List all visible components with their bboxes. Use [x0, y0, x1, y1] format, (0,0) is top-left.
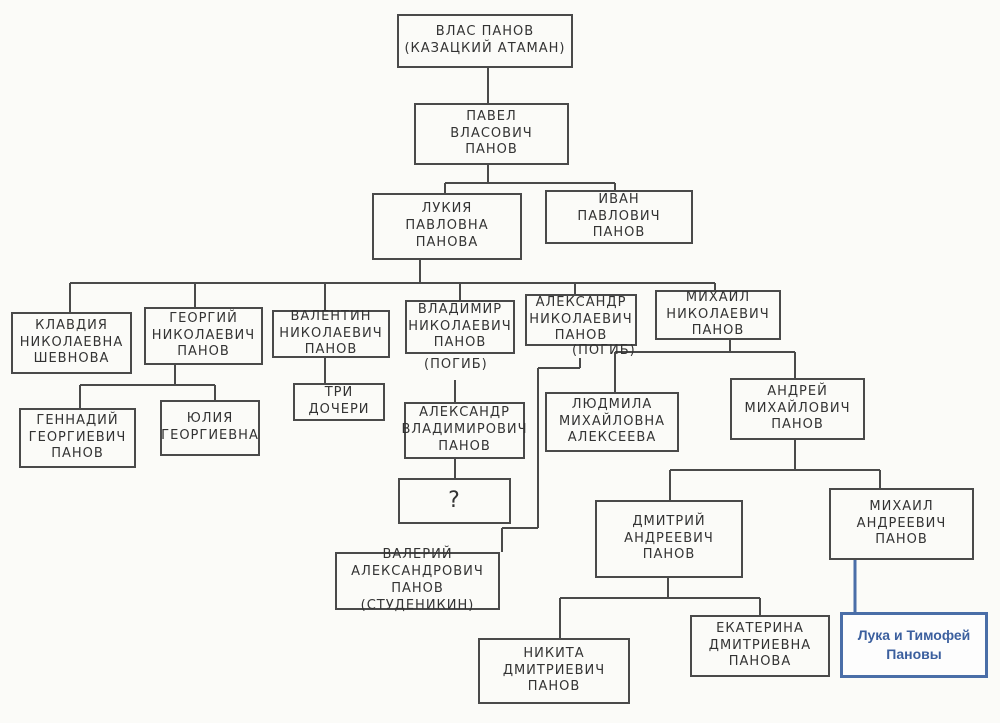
- person-valeriy-aleksandrovich: ВАЛЕРИЙ АЛЕКСАНДРОВИЧ ПАНОВ (СТУДЕНИКИН): [335, 547, 500, 613]
- person-georgiy-nikolaevich: ГЕОРГИЙ НИКОЛАЕВИЧ ПАНОВ: [144, 307, 263, 365]
- person-vladimir-nikolaevich: ВЛАДИМИР НИКОЛАЕВИЧ ПАНОВ: [405, 300, 515, 354]
- person-aleksandr-vladimirovich: АЛЕКСАНДР ВЛАДИМИРОВИЧ ПАНОВ: [401, 402, 527, 459]
- person-lukiya-pavlovna: ЛУКИЯ ПАВЛОВНА ПАНОВА: [372, 193, 522, 260]
- died-note-vladimir: (ПОГИБ): [424, 357, 488, 372]
- person-unknown: ?: [398, 478, 511, 524]
- person-yuliya-georgievna: ЮЛИЯ ГЕОРГИЕВНА: [160, 400, 260, 456]
- person-pavel-vlasovich: ПАВЕЛ ВЛАСОВИЧ ПАНОВ: [414, 103, 569, 165]
- person-gennadiy-georgievich: ГЕННАДИЙ ГЕОРГИЕВИЧ ПАНОВ: [19, 408, 136, 468]
- person-mikhail-nikolaevich: МИХАИЛ НИКОЛАЕВИЧ ПАНОВ: [655, 290, 781, 340]
- person-dmitriy-andreevich: ДМИТРИЙ АНДРЕЕВИЧ ПАНОВ: [595, 500, 743, 578]
- luka-timofey-callout: Лука и Тимофей Пановы: [840, 612, 988, 678]
- person-klavdiya-nikolaevna: КЛАВДИЯ НИКОЛАЕВНА ШЕВНОВА: [11, 312, 132, 374]
- person-three-daughters: ТРИ ДОЧЕРИ: [293, 383, 385, 421]
- person-ekaterina-dmitrievna: ЕКАТЕРИНА ДМИТРИЕВНА ПАНОВА: [690, 615, 830, 677]
- person-ivan-pavlovich: ИВАН ПАВЛОВИЧ ПАНОВ: [545, 190, 693, 244]
- person-vlas-panov: ВЛАС ПАНОВ (КАЗАЦКИЙ АТАМАН): [397, 14, 573, 68]
- died-note-aleksandr: (ПОГИБ): [572, 343, 636, 358]
- person-lyudmila-mikhaylovna: ЛЮДМИЛА МИХАЙЛОВНА АЛЕКСЕЕВА: [545, 392, 679, 452]
- person-valentin-nikolaevich: ВАЛЕНТИН НИКОЛАЕВИЧ ПАНОВ: [272, 309, 390, 358]
- person-nikita-dmitrievich: НИКИТА ДМИТРИЕВИЧ ПАНОВ: [478, 638, 630, 704]
- person-mikhail-andreevich: МИХАИЛ АНДРЕЕВИЧ ПАНОВ: [829, 488, 974, 560]
- person-aleksandr-nikolaevich: АЛЕКСАНДР НИКОЛАЕВИЧ ПАНОВ: [525, 294, 637, 346]
- person-andrey-mikhaylovich: АНДРЕЙ МИХАЙЛОВИЧ ПАНОВ: [730, 378, 865, 440]
